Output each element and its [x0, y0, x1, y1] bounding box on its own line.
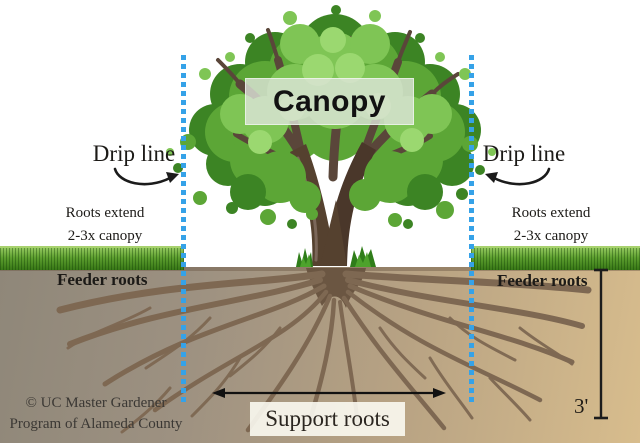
drip-line-dotted-left [181, 55, 186, 402]
roots-extend-line1: Roots extend [65, 205, 145, 221]
grass-strip-right [471, 246, 640, 270]
double-arrow-icon [212, 388, 446, 398]
depth-label: 3' [574, 394, 589, 418]
roots-extend-line2: 2-3x canopy [513, 228, 589, 244]
feeder-roots-label-left: Feeder roots [57, 270, 148, 289]
support-roots-label-box: Support roots [250, 402, 405, 436]
support-roots-label: Support roots [265, 406, 390, 431]
curved-arrow-right-icon [113, 167, 179, 186]
credit-line1: © UC Master Gardener [25, 395, 167, 411]
drip-line-dotted-right [469, 55, 474, 402]
credit-text: © UC Master Gardener Program of Alameda … [6, 393, 186, 435]
depth-measure-icon [594, 268, 608, 420]
tree-illustration-icon [166, 5, 496, 267]
grass-strip-left [0, 246, 184, 270]
credit-line2: Program of Alameda County [9, 416, 183, 432]
drip-line-label-right: Drip line [482, 141, 566, 166]
curved-arrow-left-icon [485, 167, 551, 186]
roots-extend-note-right: Roots extend 2-3x canopy [486, 202, 616, 248]
roots-extend-line1: Roots extend [511, 205, 591, 221]
feeder-roots-label-right: Feeder roots [497, 271, 588, 290]
canopy-label: Canopy [272, 84, 386, 118]
roots-extend-line2: 2-3x canopy [67, 228, 143, 244]
roots-extend-note-left: Roots extend 2-3x canopy [40, 202, 170, 248]
canopy-label-box: Canopy [245, 78, 414, 125]
drip-line-label-left: Drip line [92, 141, 176, 166]
